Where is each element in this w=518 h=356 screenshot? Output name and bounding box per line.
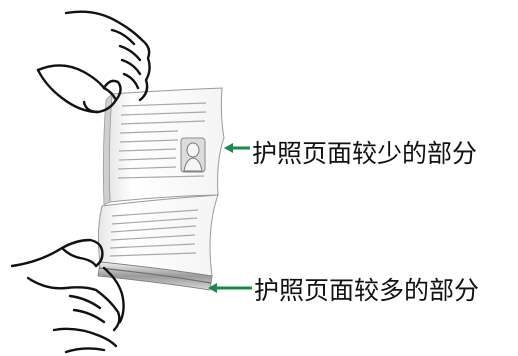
hand-gripping-icon: [10, 238, 125, 354]
arrow-to-fewer-pages: [224, 143, 250, 153]
upper-page-lines: [117, 102, 207, 179]
lower-page-lines: [109, 209, 199, 257]
lower-passport-half: [97, 194, 219, 291]
hand-gripping-icon: [36, 10, 151, 114]
label-fewer-pages: 护照页面较少的部分: [252, 139, 478, 168]
arrow-to-more-pages: [208, 283, 252, 293]
portrait-photo-icon: [180, 137, 206, 173]
page-block-spine: [97, 261, 213, 291]
upper-passport-half: [102, 87, 225, 206]
label-more-pages: 护照页面较多的部分: [254, 276, 480, 305]
